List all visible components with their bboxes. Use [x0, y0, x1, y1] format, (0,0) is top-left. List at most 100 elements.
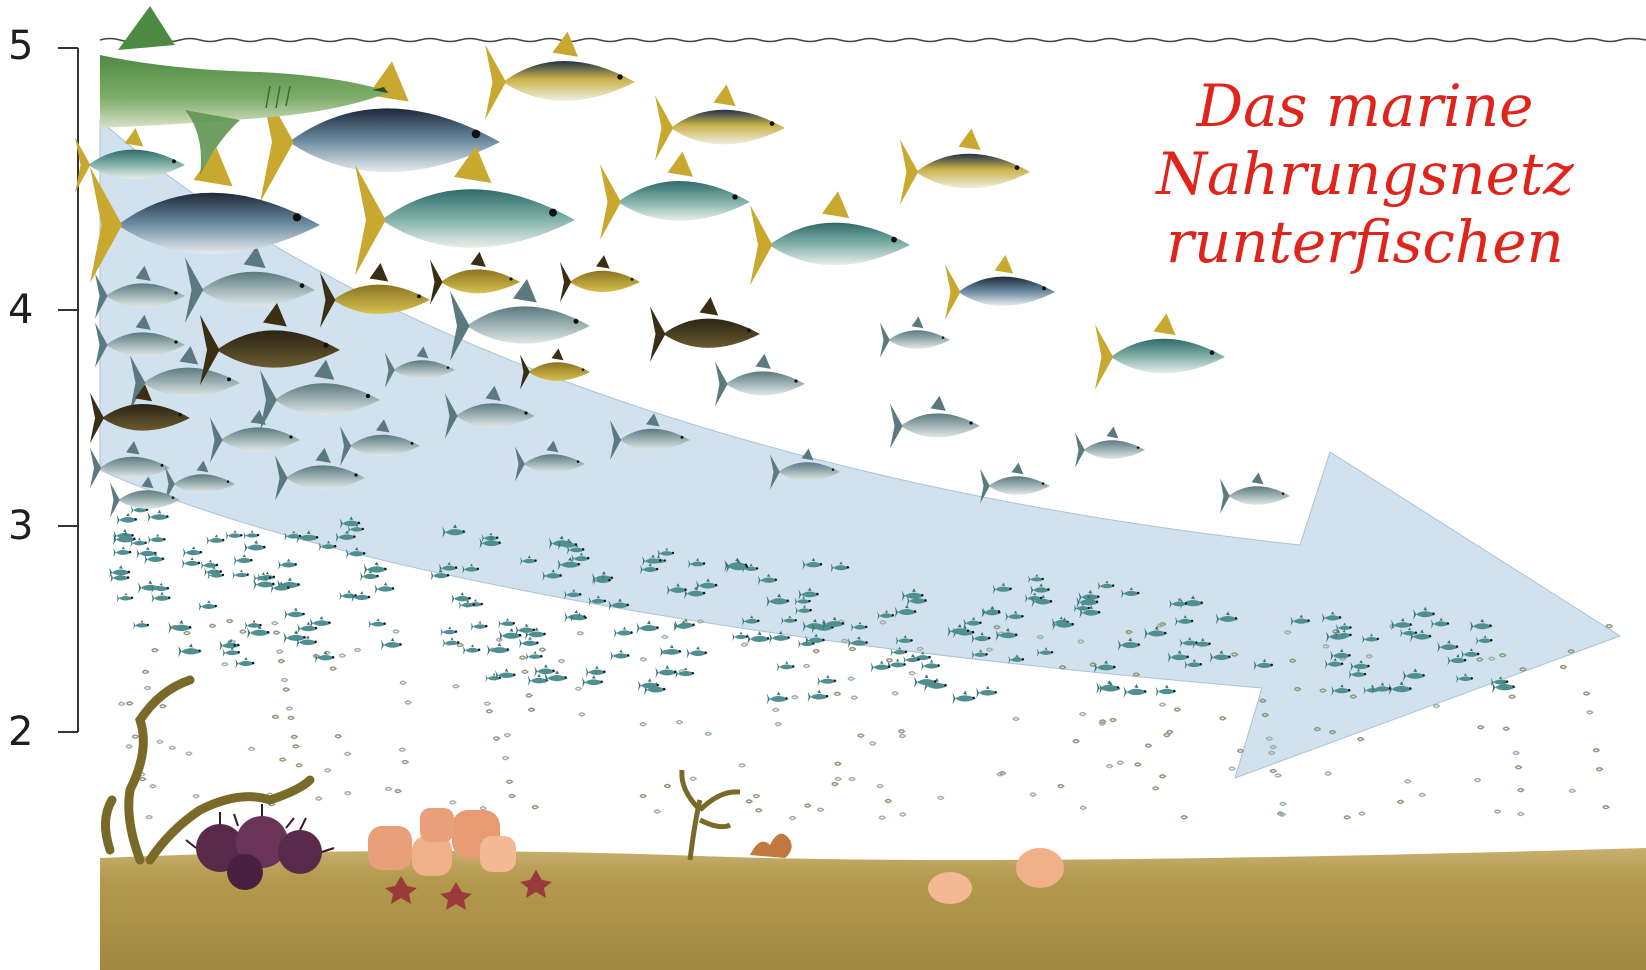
- plankton-icon: [150, 785, 156, 788]
- plankton-icon: [509, 795, 515, 798]
- plankton-icon: [1110, 718, 1116, 721]
- plankton-icon: [1398, 800, 1404, 803]
- water-surface-line: [100, 39, 1646, 42]
- plankton-icon: [877, 785, 883, 788]
- plankton-icon: [1135, 763, 1141, 766]
- plankton-icon: [792, 696, 798, 699]
- plankton-icon: [1220, 717, 1226, 720]
- fish-school-icon: [485, 673, 501, 682]
- fish-school-icon: [675, 667, 694, 678]
- plankton-icon: [870, 742, 876, 745]
- fish-school-icon: [223, 647, 241, 658]
- plankton-icon: [899, 730, 905, 733]
- plankton-icon: [676, 721, 682, 724]
- plankton-icon: [1494, 810, 1500, 813]
- fish-school-icon: [199, 600, 218, 611]
- title-line-3: runterfischen: [1100, 208, 1630, 276]
- fish-school-icon: [976, 686, 998, 699]
- plankton-icon: [579, 713, 585, 716]
- plankton-icon: [1603, 806, 1609, 809]
- plankton-icon: [1229, 767, 1235, 770]
- plankton-icon: [879, 816, 885, 819]
- plankton-icon: [1478, 726, 1484, 729]
- plankton-icon: [654, 810, 660, 813]
- grouper-icon: [430, 252, 520, 305]
- plankton-icon: [507, 780, 513, 783]
- plankton-icon: [132, 735, 138, 738]
- plankton-icon: [528, 708, 534, 711]
- plankton-icon: [1560, 666, 1566, 669]
- plankton-icon: [1164, 734, 1170, 737]
- plankton-icon: [286, 707, 292, 710]
- fish-school-icon: [178, 643, 202, 657]
- plankton-icon: [832, 782, 838, 785]
- plankton-icon: [519, 656, 525, 659]
- plankton-icon: [140, 778, 146, 781]
- fish-school-icon: [614, 627, 634, 638]
- plankton-icon: [1358, 738, 1364, 741]
- plankton-icon: [227, 620, 233, 623]
- plankton-icon: [345, 792, 351, 795]
- fish-school-icon: [747, 631, 770, 645]
- fish-school-icon: [498, 618, 515, 628]
- fish-school-icon: [952, 691, 976, 705]
- fish-school-icon: [284, 607, 305, 619]
- plankton-icon: [453, 685, 459, 688]
- plankton-icon: [539, 648, 545, 651]
- plankton-icon: [532, 806, 538, 809]
- plankton-icon: [526, 694, 532, 697]
- plankton-icon: [126, 745, 132, 748]
- fish-school-icon: [903, 654, 920, 664]
- fish-school-icon: [113, 546, 132, 557]
- sardine-icon: [1220, 472, 1290, 513]
- plankton-icon: [1275, 774, 1281, 777]
- plankton-icon: [316, 797, 322, 800]
- plankton-icon: [1013, 717, 1019, 720]
- plankton-icon: [803, 664, 809, 667]
- fish-school-icon: [253, 572, 271, 583]
- sardine-icon: [890, 396, 980, 449]
- plankton-icon: [339, 654, 345, 657]
- plankton-icon: [291, 735, 297, 738]
- plankton-icon: [1030, 793, 1036, 796]
- plankton-icon: [1419, 793, 1425, 796]
- plankton-icon: [640, 658, 646, 661]
- fish-school-icon: [582, 675, 604, 688]
- tuna-icon: [945, 255, 1055, 320]
- plankton-icon: [146, 816, 152, 819]
- plankton-icon: [835, 762, 841, 765]
- plankton-icon: [399, 748, 405, 751]
- plankton-icon: [496, 638, 502, 641]
- fish-school-icon: [235, 657, 255, 669]
- fish-school-icon: [381, 638, 403, 651]
- fish-school-icon: [243, 530, 259, 539]
- plankton-icon: [834, 692, 840, 695]
- fish-school-icon: [887, 659, 906, 670]
- plankton-icon: [281, 679, 287, 682]
- plankton-icon: [813, 650, 819, 653]
- plankton-icon: [1518, 813, 1524, 816]
- sardine-icon: [980, 462, 1050, 503]
- fish-school-icon: [148, 534, 166, 545]
- plankton-icon: [272, 622, 278, 625]
- plankton-icon: [1593, 749, 1599, 752]
- plankton-icon: [885, 799, 891, 802]
- plankton-icon: [184, 632, 190, 635]
- plankton-icon: [395, 790, 401, 793]
- plankton-icon: [1515, 766, 1521, 769]
- fish-school-icon: [148, 510, 170, 523]
- plankton-icon: [835, 777, 841, 780]
- plankton-icon: [277, 650, 283, 653]
- tuna-icon: [900, 128, 1030, 204]
- plankton-icon: [664, 785, 670, 788]
- plankton-icon: [493, 737, 499, 740]
- plankton-icon: [330, 667, 336, 670]
- plankton-icon: [1080, 713, 1086, 716]
- plankton-icon: [1159, 775, 1165, 778]
- tuna-icon: [750, 191, 910, 285]
- plankton-icon: [272, 715, 278, 718]
- fish-school-icon: [817, 675, 836, 686]
- plankton-icon: [848, 677, 854, 680]
- plankton-icon: [127, 702, 133, 705]
- plankton-icon: [345, 752, 351, 755]
